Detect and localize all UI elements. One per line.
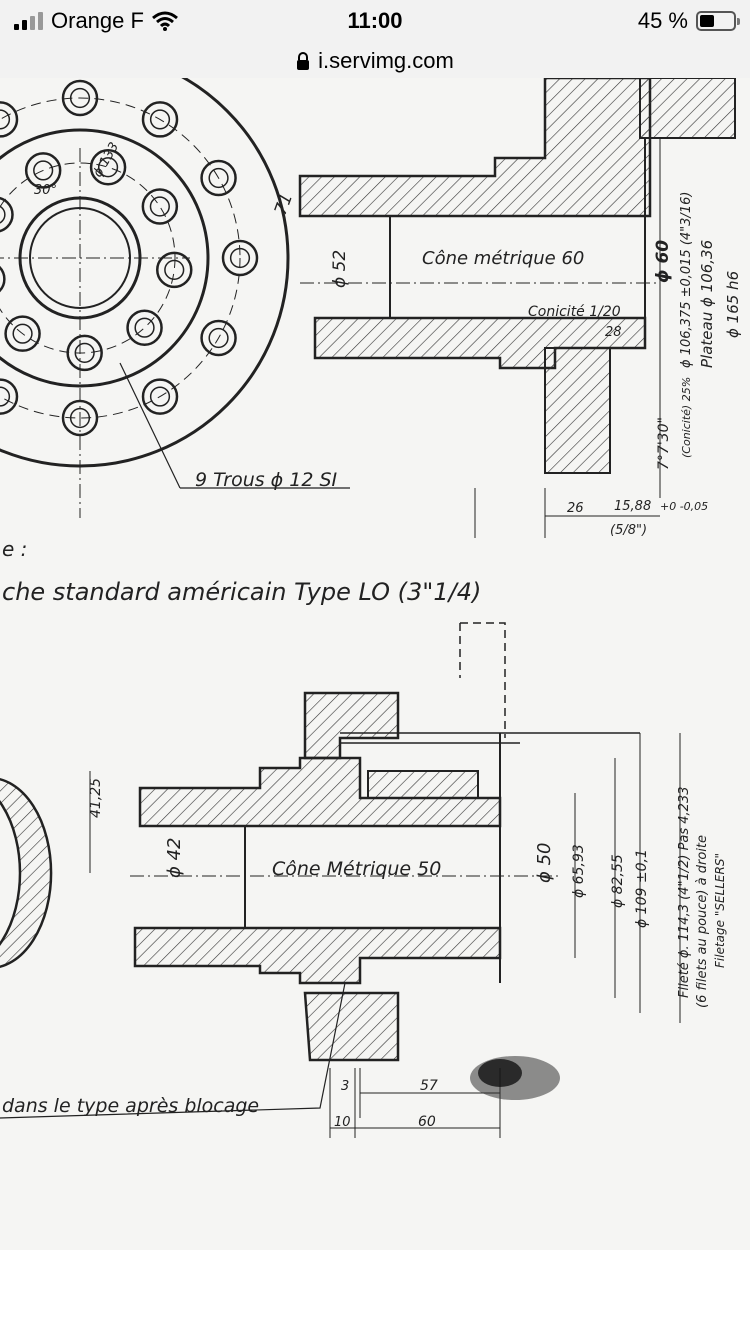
heading-stub: e : bbox=[2, 537, 27, 561]
wifi-icon bbox=[151, 11, 178, 31]
bolt-hole bbox=[126, 309, 163, 346]
label-10: 10 bbox=[334, 1115, 351, 1130]
url-domain[interactable]: i.servimg.com bbox=[318, 48, 454, 73]
label-diam-133: ϕ 133 bbox=[90, 140, 122, 180]
label-cone-50: Cône Métrique 50 bbox=[272, 858, 441, 880]
technical-drawing: 30° ϕ 133 71 9 Trous ϕ 12 SI Cône métriq… bbox=[0, 78, 742, 1138]
bolt-hole bbox=[221, 239, 259, 277]
label-15-88: 15,88 bbox=[614, 499, 651, 514]
bolt-hole-inner bbox=[69, 87, 91, 109]
bolt-hole bbox=[141, 378, 179, 415]
label-diam-109: ϕ 109 ±0,1 bbox=[634, 849, 650, 928]
label-plateau: Plateau ϕ 106,36 bbox=[698, 240, 716, 368]
label-diam-65-93: ϕ 65,93 bbox=[571, 844, 587, 898]
battery-icon bbox=[696, 11, 740, 31]
spindle-labels-top: Cône métrique 60 ϕ 52 ϕ 60 Conicité 1/20… bbox=[330, 192, 742, 538]
label-30-deg: 30° bbox=[34, 183, 57, 198]
bolt-hole-inner bbox=[149, 386, 171, 407]
clock: 11:00 bbox=[347, 8, 403, 33]
bolt-hole bbox=[0, 378, 19, 415]
label-71: 71 bbox=[271, 191, 297, 218]
label-41-25: 41,25 bbox=[88, 778, 104, 818]
label-9-holes: 9 Trous ϕ 12 SI bbox=[195, 469, 338, 491]
bolt-hole bbox=[156, 251, 193, 289]
bolt-hole-inner bbox=[208, 327, 229, 349]
label-filets: (6 filets au pouce) à droite bbox=[695, 835, 710, 1008]
bolt-hole bbox=[141, 101, 179, 138]
bolt-hole-inner bbox=[208, 167, 229, 189]
bolt-hole bbox=[66, 334, 103, 372]
label-3: 3 bbox=[341, 1079, 349, 1094]
lock-icon bbox=[297, 52, 310, 70]
label-57: 57 bbox=[420, 1078, 438, 1094]
bolt-hole bbox=[24, 152, 62, 189]
bolt-hole bbox=[200, 159, 237, 197]
battery-percent: 45 % bbox=[637, 8, 688, 33]
bottom-note: dans le type après blocage bbox=[2, 1095, 259, 1117]
address-bar[interactable]: i.servimg.com bbox=[0, 44, 750, 78]
label-28: 28 bbox=[605, 325, 622, 340]
bolt-hole-inner bbox=[149, 196, 170, 217]
label-diam-50: ϕ 50 bbox=[534, 843, 555, 884]
bolt-hole bbox=[0, 265, 6, 293]
label-26: 26 bbox=[567, 501, 584, 516]
label-diam-165: ϕ 165 h6 bbox=[724, 271, 742, 338]
bolt-hole-inner bbox=[134, 317, 155, 338]
bolt-hole bbox=[89, 148, 127, 186]
spindle-labels-bottom: Cône Métrique 50 ϕ 42 ϕ 50 41,25 ϕ 65,93… bbox=[2, 778, 727, 1130]
bolt-hole-inner bbox=[164, 259, 185, 280]
label-angle: 7°7'30" bbox=[656, 417, 672, 470]
bolt-hole bbox=[0, 101, 19, 138]
label-filete: Fileté ϕ. 114,3 (4"1/2) Pas 4,233 bbox=[677, 787, 692, 999]
section-heading: che standard américain Type LO (3"1/4) bbox=[2, 578, 481, 606]
bolt-hole bbox=[200, 319, 237, 357]
flange-holes bbox=[0, 79, 259, 437]
bolt-hole-inner bbox=[74, 342, 95, 363]
label-diam-52: ϕ 52 bbox=[330, 250, 350, 288]
ink-smudge bbox=[470, 1056, 560, 1100]
label-cone-60: Cône métrique 60 bbox=[422, 248, 584, 269]
bolt-hole bbox=[61, 79, 99, 117]
signal-bars-icon bbox=[14, 12, 43, 30]
status-right: 45 % bbox=[637, 8, 740, 34]
label-diam-60: ϕ 60 bbox=[653, 240, 673, 283]
bolt-hole-inner bbox=[229, 247, 251, 269]
bolt-hole-inner bbox=[97, 157, 119, 178]
status-bar: Orange F 11:00 45 % bbox=[0, 0, 750, 44]
label-60: 60 bbox=[418, 1114, 436, 1130]
label-conicite-pct: (Conicité) 25% bbox=[680, 377, 693, 458]
page-content[interactable]: 30° ϕ 133 71 9 Trous ϕ 12 SI Cône métriq… bbox=[0, 78, 750, 1250]
label-filetage: Filetage "SELLERS" bbox=[713, 853, 727, 968]
bolt-hole-inner bbox=[33, 160, 54, 181]
bolt-hole bbox=[4, 315, 41, 352]
flange-front-view bbox=[0, 78, 290, 518]
bolt-hole-inner bbox=[149, 109, 171, 130]
label-tolerance: +0 -0,05 bbox=[660, 500, 708, 513]
spindle-section-bottom bbox=[0, 622, 681, 1138]
bolt-hole bbox=[61, 399, 99, 437]
bolt-hole bbox=[141, 188, 179, 225]
bolt-hole-inner bbox=[0, 205, 6, 224]
status-left: Orange F bbox=[14, 8, 178, 34]
bolt-hole bbox=[0, 196, 14, 233]
bolt-hole-inner bbox=[0, 386, 11, 407]
label-diam-106: ϕ 106,375 ±0,015 (4"3/16) bbox=[679, 192, 694, 368]
bolt-hole-inner bbox=[12, 323, 33, 344]
carrier-name: Orange F bbox=[51, 8, 144, 33]
page-bottom-blank bbox=[0, 1250, 750, 1334]
battery-fill bbox=[700, 15, 715, 27]
bolt-hole-inner bbox=[69, 407, 91, 429]
label-diam-82-55: ϕ 82,55 bbox=[610, 854, 626, 908]
label-diam-42: ϕ 42 bbox=[164, 838, 185, 879]
label-conicite: Conicité 1/20 bbox=[528, 304, 621, 320]
bolt-hole-inner bbox=[0, 109, 11, 130]
spindle-section-top bbox=[298, 78, 736, 538]
label-5-8: (5/8") bbox=[610, 523, 647, 538]
